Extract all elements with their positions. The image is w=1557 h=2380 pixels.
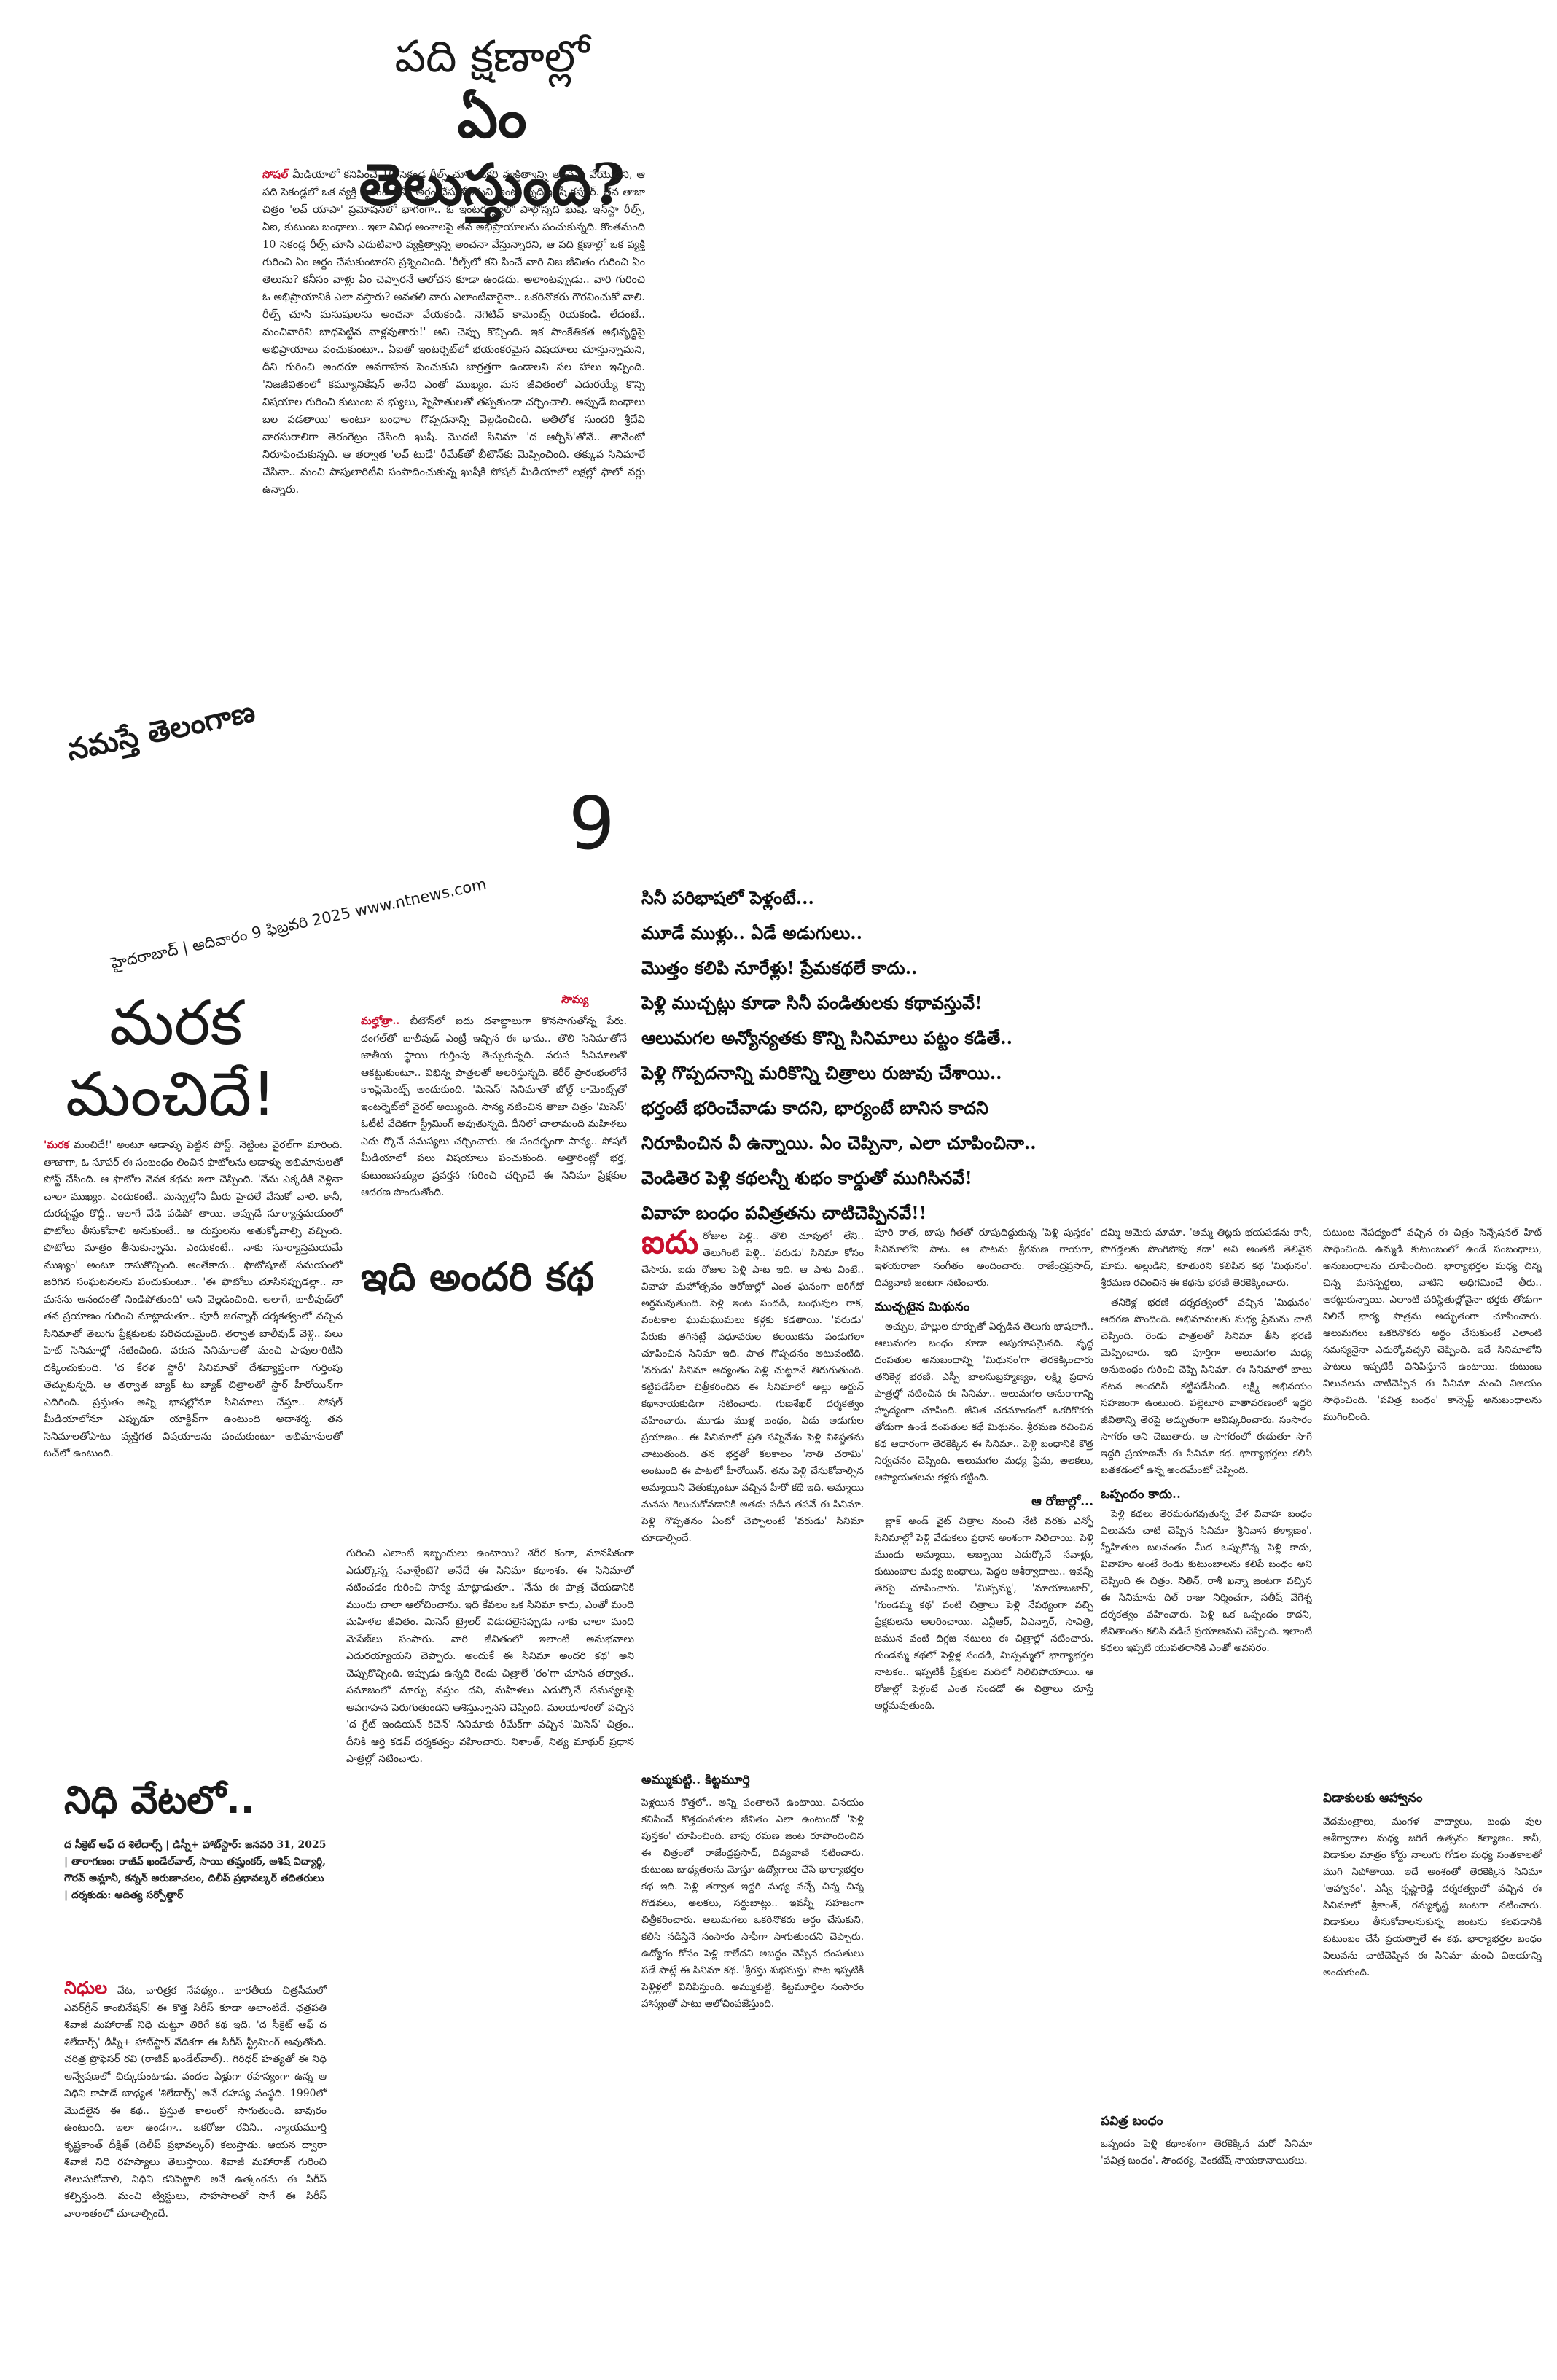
marakha-title-line1: మరక [109,987,243,1058]
top-story-lead-word: సోషల్ [262,168,289,181]
kittu-body-text: పెళ్లయిన కొత్తలో.. అన్ని పంతాలనే ఉంటాయి.… [641,1797,864,2010]
top-story-body: సోషల్ మీడియాలో కనిపించే 10 సెకండ్ల రీల్స… [262,166,645,604]
nidhi-title: నిధి వేటలో.. [64,1779,255,1822]
wedding-col3-body-3: ఒప్పందం పెళ్లి కథాంశంగా తెరకెక్కిన మరో స… [1101,2138,1312,2166]
top-story-body-text: మీడియాలో కనిపించే 10 సెకండ్ల రీల్స్ చూసి… [262,169,645,496]
andari-katha-body: గురించి ఎలాంటి ఇబ్బందులు ఉంటాయి? శరీర కం… [346,1545,634,1895]
wedding-col-3: దమ్మి ఆమెకు మామా. 'అమ్మ తిట్లకు భయపడను క… [1101,1225,1312,2077]
wedding-headline-line: సినీ పరిభాషలో పెళ్లంటే... [641,887,814,908]
wedding-headline-line: ఆలుమగల అన్యోన్యతకు కొన్ని సినిమాలు పట్టం… [641,1027,1012,1048]
wedding-col3-subhead-2: పవిత్ర బంధం [1101,2114,1163,2129]
kittu-body: పెళ్లయిన కొత్తలో.. అన్ని పంతాలనే ఉంటాయి.… [641,1795,864,2363]
marakha-body-text: మంచిదే!' అంటూ ఆడాళ్ళు పెట్టిన పోస్ట్. నె… [44,1139,343,1459]
marakha-lead-word: 'మరక [44,1139,69,1151]
wedding-headline-line: మూడే ముళ్లు.. ఏడే అడుగులు.. [641,922,862,943]
wedding-headline-line: పెళ్లి గొప్పదనాన్ని మరికొన్ని చిత్రాలు ర… [641,1062,1002,1083]
wedding-col2-subhead-2: ఆ రోజుల్లో... [1031,1494,1093,1509]
wedding-col1-lead: ఐదు [641,1228,699,1261]
wedding-headline-line: భర్తంటే భరించేవాడు కాదని, భార్యంటే బానిస… [641,1097,988,1118]
marakha-title-line2: మంచిదే! [66,1058,276,1130]
wedding-col3-subhead-1: ఒప్పందం కాదు.. [1101,1487,1181,1502]
wedding-headline-line: వివాహ బంధం పవిత్రతను చాటిచెప్పినవే!! [641,1202,927,1223]
masthead-brand: నమస్తే తెలంగాణ [64,695,258,768]
wedding-col2-body-2: బ్లాక్ అండ్ వైట్ చిత్రాల నుంచి నేటి వరకు… [875,1515,1093,1712]
kittu-title: అమ్ముకుట్టి.. కిట్టమూర్తి [641,1773,750,1787]
top-story-title-line2: ఏం తెలుస్తుంది? [359,85,625,218]
wedding-col2-top: పూరి రాత, బాపు గీతతో రూపుదిద్దుకున్న 'పె… [875,1227,1093,1289]
nidhi-credits: ద సీక్రెట్ ఆఫ్ ద శిలేదార్స్ | డిస్నీ+ హా… [64,1837,327,1972]
nidhi-credits-text: ద సీక్రెట్ ఆఫ్ ద శిలేదార్స్ | డిస్నీ+ హా… [64,1839,327,1901]
top-story-title-line1: పది క్షణాల్లో [394,31,590,82]
wedding-col4-body-2: వేదమంత్రాలు, మంగళ వాద్యాలు, బంధు వుల ఆశీ… [1323,1816,1542,1978]
page-number: 9 [569,781,615,866]
wedding-col3-body-2: పెళ్లి కథలు తెరమరుగవుతున్న వేళ వివాహ బంధ… [1101,1508,1312,1654]
kiara-body: మల్హోత్రా.. బీటౌన్‌లో ఐదు దశాబ్దాలుగా కొ… [361,1013,627,1254]
wedding-col4-tail: వేదమంత్రాలు, మంగళ వాద్యాలు, బంధు వుల ఆశీ… [1323,1814,1542,2324]
wedding-col1-body: రోజుల పెళ్లి.. తొలి చూపులో లేని.. తెలుగి… [641,1230,864,1544]
wedding-col-1: ఐదు రోజుల పెళ్లి.. తొలి చూపులో లేని.. తె… [641,1228,864,1753]
wedding-col3-body-1: తనికెళ్ల భరణి దర్శకత్వంలో వచ్చిన 'మిథునం… [1101,1297,1312,1476]
andari-katha-body-text: గురించి ఎలాంటి ఇబ్బందులు ఉంటాయి? శరీర కం… [346,1548,634,1765]
wedding-headline-line: నిరూపించిన వీ ఉన్నాయి. ఏం చెప్పినా, ఎలా … [641,1132,1037,1153]
wedding-col4-body-1: కుటుంబ నేపథ్యంలో వచ్చిన ఈ చిత్రం సెన్సేష… [1323,1227,1542,1423]
kiara-body-text: బీటౌన్‌లో ఐదు దశాబ్దాలుగా కొనసాగుతోన్న ప… [361,1015,627,1198]
wedding-col-2: పూరి రాత, బాపు గీతతో రూపుదిద్దుకున్న 'పె… [875,1225,1093,2362]
wedding-headline-line: పెళ్లి ముచ్చట్లు కూడా సినీ పండితులకు కథా… [641,992,983,1013]
wedding-col3-tail: ఒప్పందం పెళ్లి కథాంశంగా తెరకెక్కిన మరో స… [1101,2136,1312,2231]
wedding-headline-line: మొత్తం కలిపి నూరేళ్లు! ప్రేమకథలే కాదు.. [641,957,918,978]
marakha-body: 'మరక మంచిదే!' అంటూ ఆడాళ్ళు పెట్టిన పోస్ట… [44,1137,343,1618]
kiara-author: సౌమ్య [561,993,589,1006]
wedding-col3-top: దమ్మి ఆమెకు మామా. 'అమ్మ తిట్లకు భయపడను క… [1101,1227,1312,1289]
top-story-title: పది క్షణాల్లో ఏం తెలుస్తుంది? [321,29,663,219]
andari-katha-title: ఇది అందరి కథ [361,1254,594,1300]
wedding-col2-subhead-1: ముచ్చటైన మిథునం [875,1300,970,1314]
nidhi-lead-word: నిధుల [64,1979,108,1998]
wedding-headline-line: వెండితెర పెళ్లి కథలన్నీ శుభం కార్డుతో ము… [641,1167,972,1188]
masthead-dateline: హైదరాబాద్ | ఆదివారం 9 ఫిబ్రవరి 2025 www.… [109,875,488,972]
wedding-col-4: కుటుంబ నేపథ్యంలో వచ్చిన ఈ చిత్రం సెన్సేష… [1323,1225,1542,1698]
nidhi-body: నిధుల వేట, చారిత్రక నేపథ్యం.. భారతీయ చిత… [64,1979,327,2358]
wedding-col4-subhead: విడాకులకు ఆహ్వానం [1323,1791,1423,1806]
wedding-headline: సినీ పరిభాషలో పెళ్లంటే... మూడే ముళ్లు.. … [641,881,1050,1230]
marakha-title: మరక మంచిదే! [66,988,343,1131]
wedding-col2-body-1: అచ్చుల, హల్లుల కూర్పుతో ఏర్పడిన తెలుగు భ… [875,1321,1093,1483]
kiara-lead-word: మల్హోత్రా.. [361,1015,400,1027]
nidhi-body-text: వేట, చారిత్రక నేపథ్యం.. భారతీయ చిత్రసీమల… [64,1985,327,2220]
